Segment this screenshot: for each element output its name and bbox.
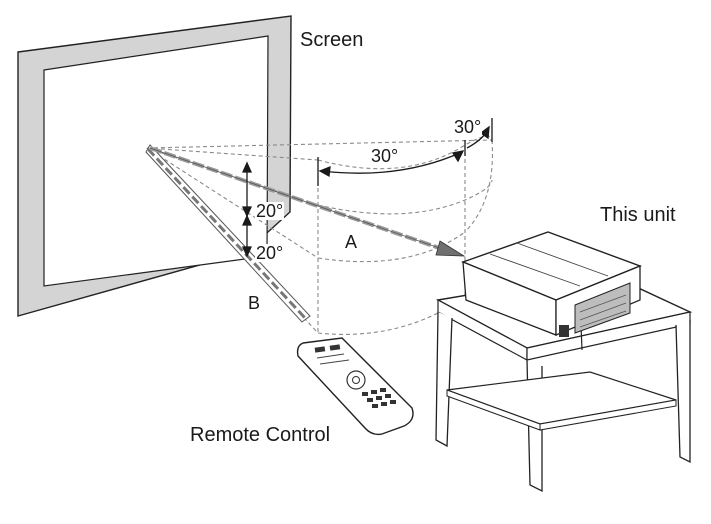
projector-on-table (435, 231, 693, 493)
screen-illustration (17, 15, 292, 317)
beam-b-label: B (247, 293, 262, 313)
angle-horizontal-label: 30° (370, 146, 400, 166)
this-unit-label: This unit (600, 204, 676, 226)
angle-vertical-upper-label: 20° (255, 201, 285, 221)
vertical-angle-markers (241, 161, 253, 258)
beam-a-arrow (149, 146, 466, 257)
angle-vertical-lower-label: 20° (255, 243, 285, 263)
beam-a-label: A (344, 232, 359, 252)
horizontal-angle-markers (317, 118, 493, 186)
angle-horizontal-top-label: 30° (453, 117, 483, 137)
remote-control-label: Remote Control (190, 424, 331, 446)
screen-label: Screen (300, 29, 364, 51)
remote-control-illustration (296, 337, 414, 436)
